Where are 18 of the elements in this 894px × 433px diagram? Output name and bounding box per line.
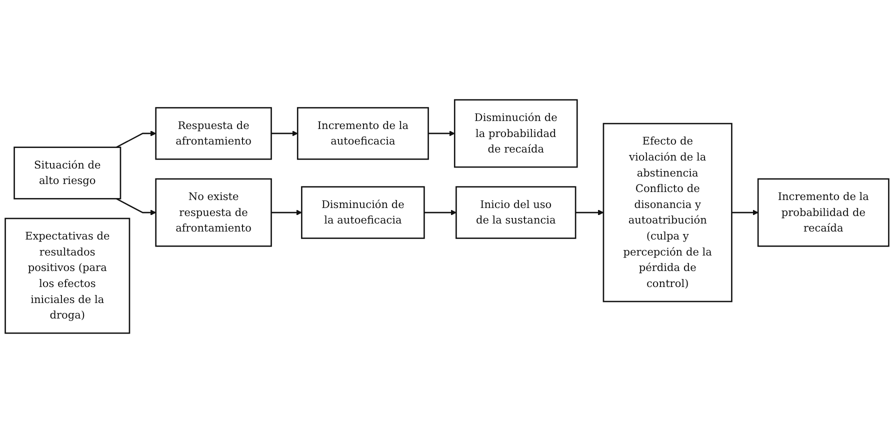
arrow <box>116 198 156 216</box>
arrow <box>271 130 298 136</box>
node-box: Inicio del uso de la sustancia <box>456 186 576 239</box>
node-box: Situación de alto riesgo <box>14 146 122 200</box>
node-box: Respuesta de afrontamiento <box>155 107 272 160</box>
arrow <box>424 210 456 216</box>
arrow <box>116 130 156 148</box>
arrow <box>732 210 758 216</box>
arrow <box>271 210 302 216</box>
node-box: Expectativas de resultados positivos (para los efectos iniciales de la droga) <box>4 218 130 334</box>
node-box: Disminución de la probabilidad de recaída <box>454 99 578 168</box>
node-box: No existe respuesta de afrontamiento <box>155 178 272 247</box>
arrow <box>428 130 455 136</box>
node-box: Disminución de la autoeficacia <box>301 186 425 239</box>
node-box: Efecto de violación de la abstinencia Conflicto de disonancia y autoatribución (culpa y percepción de la pérdida de control) <box>602 122 732 302</box>
arrow <box>576 210 604 216</box>
node-box: Incremento de la probabilidad de recaída <box>757 178 890 247</box>
node-box: Incremento de la autoeficacia <box>296 107 429 160</box>
